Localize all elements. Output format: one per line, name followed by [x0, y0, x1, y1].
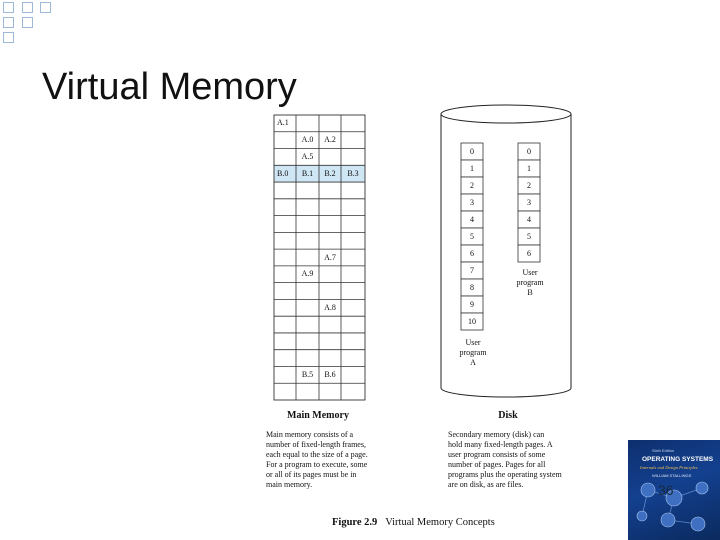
- frame-label: B.2: [324, 168, 336, 178]
- frame-label: B.3: [347, 168, 359, 178]
- decoration-square: [22, 2, 33, 13]
- program-a-page-number: 5: [470, 231, 474, 241]
- program-a-page-number: 10: [468, 316, 476, 326]
- program-b-page-number: 2: [527, 180, 531, 190]
- disk-description: Secondary memory (disk) can hold many fi…: [448, 430, 562, 489]
- main-memory-title: Main Memory: [287, 410, 349, 421]
- program-a-page-number: 9: [470, 299, 474, 309]
- figure-caption-title: Virtual Memory Concepts: [385, 517, 495, 528]
- program-a-page-number: 0: [470, 146, 474, 156]
- program-a-page-number: 2: [470, 180, 474, 190]
- program-b-page-number: 5: [527, 231, 531, 241]
- main-memory-description: Main memory consists of a number of fixe…: [266, 430, 368, 489]
- program-a-label: User program A: [459, 338, 487, 367]
- decoration-square: [22, 17, 33, 28]
- book-network-illustration: [636, 481, 709, 532]
- book-cover-thumbnail: Sixth Edition OPERATING SYSTEMS Internal…: [628, 440, 720, 540]
- program-b-page-number: 6: [527, 248, 531, 258]
- figure-caption: Figure 2.9 Virtual Memory Concepts: [332, 517, 495, 528]
- program-b-page-number: 1: [527, 163, 531, 173]
- figure-caption-label: Figure 2.9: [332, 517, 378, 528]
- program-b-page-number: 3: [527, 197, 531, 207]
- program-a-page-number: 4: [470, 214, 474, 224]
- program-b-label: User program B: [516, 268, 544, 297]
- frame-label: B.0: [277, 168, 289, 178]
- book-title: OPERATING SYSTEMS: [642, 456, 714, 463]
- program-a-page-number: 6: [470, 248, 474, 258]
- disk-title: Disk: [498, 410, 518, 421]
- frame-label: A.9: [301, 269, 314, 279]
- program-b-page-number: 4: [527, 214, 531, 224]
- frame-label: B.6: [324, 369, 336, 379]
- book-subtitle: Internals and Design Principles: [640, 465, 698, 470]
- decoration-square: [3, 32, 14, 43]
- frame-label: A.7: [324, 252, 336, 262]
- frame-label: A.8: [324, 302, 336, 312]
- program-a-page-number: 8: [470, 282, 474, 292]
- frame-label: B.1: [301, 168, 314, 178]
- frame-label: B.5: [301, 369, 314, 379]
- frame-label: A.0: [301, 135, 314, 145]
- decoration-square: [40, 2, 51, 13]
- frame-label: A.2: [324, 135, 336, 145]
- slide-number: 36: [658, 482, 674, 498]
- book-author: WILLIAM STALLINGS: [652, 473, 692, 478]
- program-a-page-number: 7: [470, 265, 474, 275]
- program-a-page-number: 1: [470, 163, 474, 173]
- book-edition: Sixth Edition: [652, 448, 675, 453]
- program-b-page-number: 0: [527, 146, 531, 156]
- slide-title: Virtual Memory: [42, 66, 297, 108]
- frame-label: A.1: [277, 118, 289, 128]
- decoration-square: [3, 17, 14, 28]
- decoration-square: [3, 2, 14, 13]
- program-a-page-number: 3: [470, 197, 474, 207]
- frame-label: A.5: [301, 151, 314, 161]
